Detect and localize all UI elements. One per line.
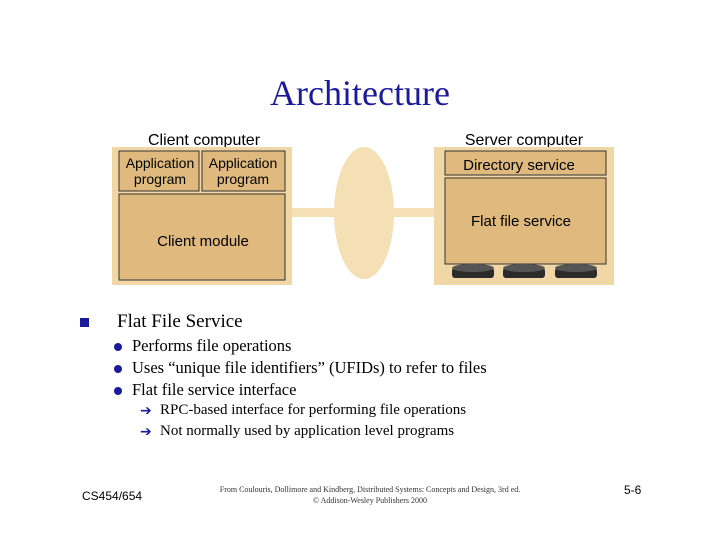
bullet-item: Performs file operations (132, 336, 292, 355)
server-computer-label: Server computer (465, 132, 584, 149)
disk-icon-1 (452, 264, 494, 278)
disk-icon-2 (503, 264, 545, 278)
page-number: 5-6 (624, 483, 642, 497)
architecture-diagram: Client computer Application program Appl… (112, 132, 614, 285)
source-citation-line1: From Coulouris, Dollimore and Kindberg, … (219, 485, 521, 494)
sub-bullet-item: Not normally used by application level p… (160, 423, 455, 439)
application-program-1-line2: program (134, 171, 186, 187)
application-program-1-line1: Application (126, 155, 195, 171)
bullet-dot-icon (114, 343, 122, 351)
bullet-dot-icon (114, 387, 122, 395)
arrow-right-icon: ➔ (140, 403, 152, 419)
heading-bullet-icon (80, 318, 89, 327)
flat-file-service-box (444, 177, 607, 265)
client-module-box (118, 193, 286, 281)
source-citation-line2: © Addison-Wesley Publishers 2000 (312, 496, 428, 505)
arrow-right-icon: ➔ (140, 424, 152, 440)
application-program-box-2 (201, 150, 286, 192)
application-program-box-1 (118, 150, 200, 192)
slide-title: Architecture (270, 73, 450, 113)
bullet-item: Uses “unique file identifiers” (UFIDs) t… (132, 358, 487, 377)
application-program-2-line2: program (217, 171, 269, 187)
client-module-label: Client module (157, 233, 249, 250)
application-program-2-line1: Application (209, 155, 278, 171)
flat-file-service-label: Flat file service (471, 213, 571, 230)
directory-service-label: Directory service (463, 157, 575, 174)
sub-bullet-item: RPC-based interface for performing file … (160, 402, 467, 418)
bullet-item: Flat file service interface (132, 380, 297, 399)
disk-icon-3 (555, 264, 597, 278)
source-citation: From Coulouris, Dollimore and Kindberg, … (200, 484, 540, 506)
bullet-dot-icon (114, 365, 122, 373)
course-code: CS454/654 (82, 489, 143, 503)
flat-file-service-heading: Flat File Service (117, 311, 243, 332)
directory-service-box (444, 150, 607, 176)
client-computer-label: Client computer (148, 132, 261, 149)
network-ellipse (334, 147, 394, 279)
